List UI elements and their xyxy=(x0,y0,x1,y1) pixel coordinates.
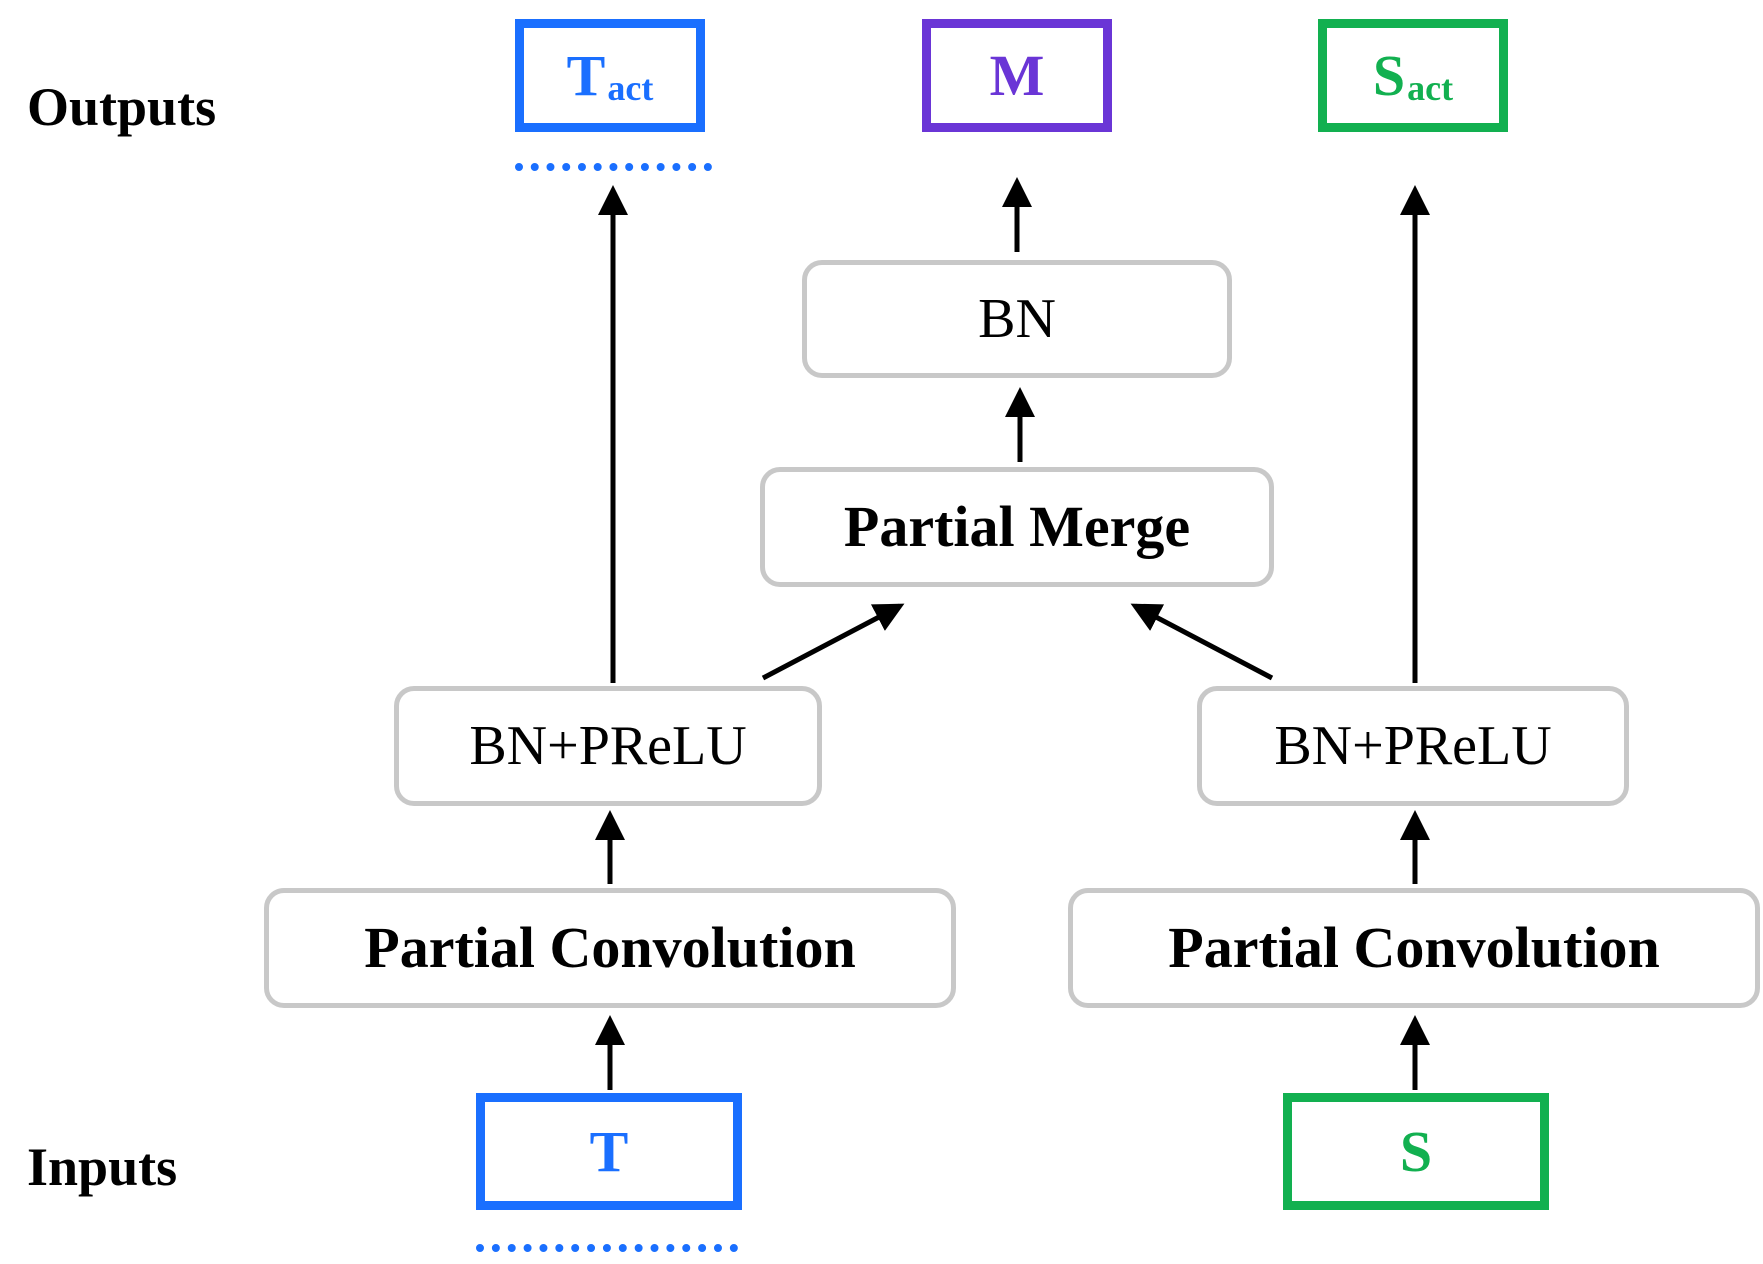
outputs-label: Outputs xyxy=(27,77,217,137)
output-t-act-sub: act xyxy=(607,67,654,108)
output-m-text: M xyxy=(989,42,1045,108)
partial-convolution-right-box: Partial Convolution xyxy=(1068,888,1760,1008)
arrow-bnprelu-right-to-merge xyxy=(1130,603,1274,681)
input-t-dots xyxy=(476,1244,738,1252)
output-t-act-dots xyxy=(515,163,712,171)
output-s-act-sub: act xyxy=(1407,67,1454,108)
bn-box: BN xyxy=(802,260,1232,378)
output-m: M xyxy=(922,19,1112,132)
output-t-act-main: T xyxy=(566,42,606,108)
bn-prelu-right-box: BN+PReLU xyxy=(1197,686,1629,806)
input-s-text: S xyxy=(1399,1118,1433,1184)
bn-prelu-left-box: BN+PReLU xyxy=(394,686,822,806)
partial-merge-box: Partial Merge xyxy=(760,467,1274,587)
inputs-label: Inputs xyxy=(27,1137,178,1197)
input-s: S xyxy=(1283,1093,1549,1210)
arrow-bnprelu-left-to-merge xyxy=(761,603,905,681)
output-s-act-main: S xyxy=(1372,42,1406,108)
partial-convolution-left-box: Partial Convolution xyxy=(264,888,956,1008)
input-t-text: T xyxy=(589,1118,629,1184)
input-t: T xyxy=(476,1093,742,1210)
